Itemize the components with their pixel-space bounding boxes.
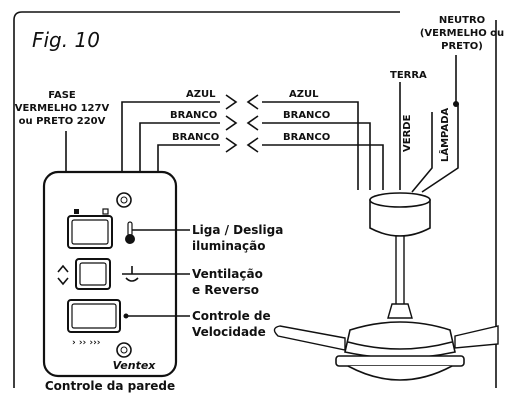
indicator-off [102,208,109,215]
up-down-arrows-icon [57,264,69,286]
branco-2-label-right: BRANCO [283,132,330,143]
fan-light-dome [347,365,453,381]
terra-label: TERRA [390,70,427,81]
fan-coupler [387,303,413,319]
wire-lampada [411,112,433,193]
fase-label-3: ou PRETO 220V [19,116,106,127]
wire-branco-2 [157,144,384,190]
branco-2-label-left: BRANCO [172,132,219,143]
lampada-label: LÂMPADA [438,107,451,162]
fan-icon [122,266,142,282]
wire-azul [121,101,359,190]
speed-label-1: Controle de [192,309,271,323]
panel-brand-logo: Ventex [113,359,157,372]
fan-switch-rocker [79,262,107,286]
light-switch-rocker [71,219,109,245]
azul-label-right: AZUL [289,89,319,100]
fan-downrod [395,235,405,309]
panel-caption: Controle da parede [45,379,175,393]
wire-neutro [421,55,459,193]
neutro-junction [453,101,459,107]
figure-label: Fig. 10 [32,28,100,52]
fan-motor-band [347,341,453,350]
wire-branco-1 [139,122,371,190]
branco-1-arrows [225,115,259,131]
neutro-label-1: NEUTRO [439,15,485,26]
fase-label-2: VERMELHO 127V [15,103,110,114]
branco-1-label-right: BRANCO [283,110,330,121]
frame-border-left [13,11,400,388]
indicator-on [74,209,79,214]
neutro-label-3: PRETO) [441,41,483,52]
panel-screw-bottom [116,342,132,358]
fan-blade-left [273,325,346,351]
panel-screw-bottom-inner [120,346,128,354]
fan-label-2: e Reverso [192,283,259,297]
light-bulb-icon [125,221,135,244]
fan-canopy-top [369,192,431,208]
azul-label-left: AZUL [186,89,216,100]
fan-light-rim [335,355,465,367]
panel-screw-top [116,192,132,208]
fan-label-1: Ventilação [192,267,263,281]
fan-blade-right [454,325,499,349]
branco-1-label-left: BRANCO [170,110,217,121]
fase-label-1: FASE [48,90,76,101]
verde-label: VERDE [402,114,413,152]
branco-2-arrows [225,137,259,153]
azul-arrows [225,94,259,110]
light-label-1: Liga / Desliga [192,223,283,237]
light-label-2: iluminação [192,239,265,253]
speed-switch-rocker [71,303,117,329]
speed-marks: › ›› ››› [72,338,101,348]
speed-label-2: Velocidade [192,325,266,339]
panel-screw-top-inner [120,196,128,204]
neutro-label-2: (VERMELHO ou [420,28,504,39]
fan-motor-housing [344,321,456,359]
